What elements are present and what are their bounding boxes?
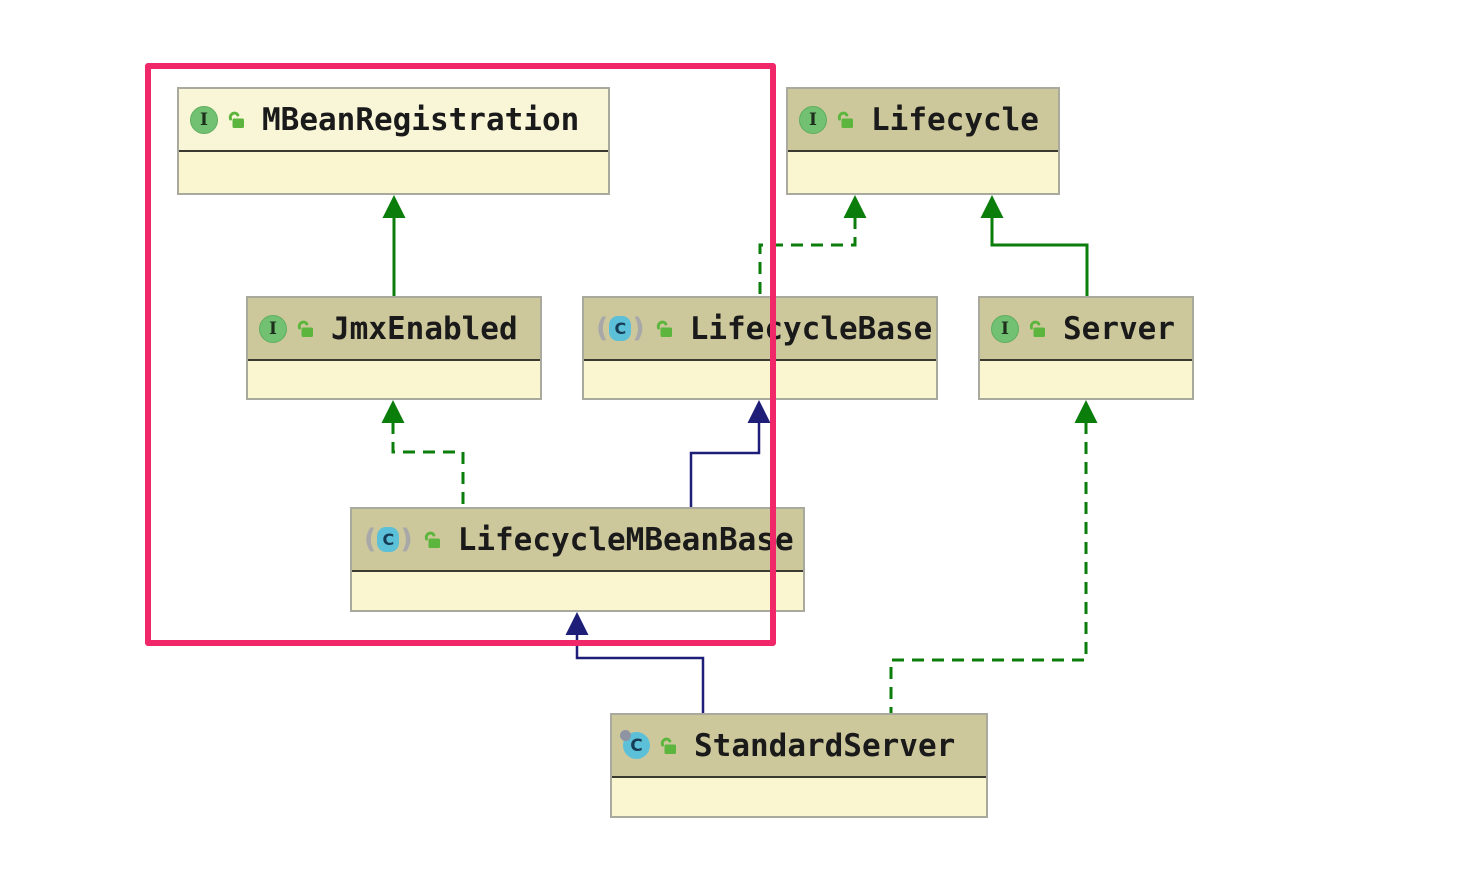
interface-letter: I	[190, 105, 218, 134]
edge-arrowhead-standardserver-extends-lifecyclembeanbase	[565, 612, 589, 635]
class-name-label: JmxEnabled	[331, 310, 518, 347]
node-members-section	[179, 152, 608, 193]
class-name-label: LifecycleBase	[689, 310, 933, 347]
node-members-section	[248, 361, 540, 398]
abstract-class-icon: (C)	[595, 313, 646, 344]
paren-glyph: )	[632, 313, 645, 344]
lock-icon	[657, 735, 679, 757]
node-members-section	[584, 361, 936, 398]
node-members-section	[612, 778, 986, 816]
edge-arrowhead-jmxenabled-extends-mbeanregistration	[382, 195, 406, 218]
class-node-jmx-enabled[interactable]: I JmxEnabled	[246, 296, 542, 400]
edge-arrowhead-lifecyclembeanbase-extends-lifecyclebase	[747, 400, 771, 423]
interface-letter: I	[799, 105, 827, 134]
class-icon-notch	[620, 730, 631, 741]
paren-glyph: )	[400, 524, 413, 555]
class-letter: C	[609, 316, 632, 341]
node-members-section	[980, 361, 1192, 398]
node-members-section	[788, 152, 1058, 193]
interface-letter: I	[259, 314, 287, 343]
lock-icon	[421, 529, 443, 551]
edge-arrowhead-server-extends-lifecycle	[980, 195, 1004, 218]
node-header: C StandardServer	[612, 715, 986, 778]
interface-letter: I	[991, 314, 1019, 343]
lock-icon	[834, 109, 856, 131]
node-header: I MBeanRegistration	[179, 89, 608, 152]
class-node-server[interactable]: I Server	[978, 296, 1194, 400]
class-letter: C	[377, 527, 400, 552]
node-header: (C) LifecycleMBeanBase	[352, 509, 803, 572]
interface-icon: I	[259, 314, 287, 343]
class-name-label: StandardServer	[694, 727, 956, 764]
interface-icon: I	[190, 105, 218, 134]
edge-line-lifecyclembeanbase-extends-lifecyclebase	[689, 422, 761, 507]
selection-rectangle	[145, 63, 776, 646]
edge-line-standardserver-extends-lifecyclembeanbase	[575, 634, 705, 713]
edge-line-lifecyclembeanbase-implements-jmxenabled	[391, 422, 465, 507]
node-header: I Server	[980, 298, 1192, 361]
interface-icon: I	[799, 105, 827, 134]
edge-arrowhead-lifecyclembeanbase-implements-jmxenabled	[381, 400, 405, 423]
paren-glyph: (	[596, 313, 609, 344]
node-header: I JmxEnabled	[248, 298, 540, 361]
lock-icon	[1026, 318, 1048, 340]
class-node-lifecycle[interactable]: I Lifecycle	[786, 87, 1060, 195]
class-node-lifecycle-mbean-base[interactable]: (C) LifecycleMBeanBase	[350, 507, 805, 612]
lock-icon	[653, 318, 675, 340]
class-node-mbean-registration[interactable]: I MBeanRegistration	[177, 87, 610, 195]
paren-glyph: (	[364, 524, 377, 555]
lock-icon	[294, 318, 316, 340]
class-node-standard-server[interactable]: C StandardServer	[610, 713, 988, 818]
node-header: (C) LifecycleBase	[584, 298, 936, 361]
abstract-class-icon: (C)	[363, 524, 414, 555]
interface-icon: I	[991, 314, 1019, 343]
edge-arrowhead-standardserver-implements-server	[1074, 400, 1098, 423]
class-letter: C	[623, 732, 650, 759]
edge-line-lifecyclebase-implements-lifecycle	[758, 217, 857, 296]
node-header: I Lifecycle	[788, 89, 1058, 152]
class-name-label: Server	[1063, 310, 1175, 347]
class-name-label: MBeanRegistration	[262, 101, 580, 138]
edge-line-server-extends-lifecycle	[990, 217, 1089, 296]
class-node-lifecycle-base[interactable]: (C) LifecycleBase	[582, 296, 938, 400]
class-name-label: Lifecycle	[871, 101, 1039, 138]
lock-icon	[225, 109, 247, 131]
edge-arrowhead-lifecyclebase-implements-lifecycle	[843, 195, 867, 218]
class-icon: C	[620, 730, 650, 759]
node-members-section	[352, 572, 803, 610]
class-name-label: LifecycleMBeanBase	[457, 521, 794, 558]
